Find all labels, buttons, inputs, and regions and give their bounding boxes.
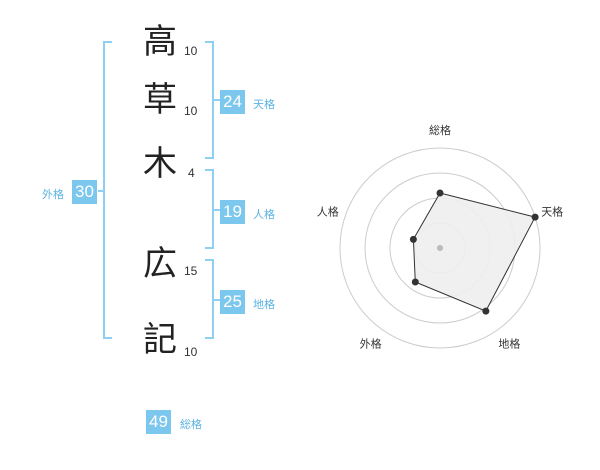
radar-point-5 — [409, 235, 417, 243]
radar-axis-label-5: 人格 — [317, 205, 339, 219]
chikaku-bracket — [205, 259, 220, 339]
radar-area — [412, 192, 536, 312]
radar-point-3 — [482, 307, 490, 315]
radar-axis-label-2: 天格 — [541, 205, 563, 219]
radar-axis-label-3: 地格 — [498, 337, 520, 351]
jinkaku-value: 19 — [220, 200, 245, 224]
stroke-count-2: 10 — [184, 104, 198, 118]
jinkaku-bracket — [205, 169, 220, 249]
tenkaku-bracket — [205, 41, 220, 159]
radar-axis-label-1: 総格 — [429, 123, 451, 137]
gaikaku-label: 外格 — [42, 188, 64, 201]
name-char-1: 高 — [143, 22, 177, 62]
soukaku-value: 49 — [146, 410, 171, 434]
tenkaku-label: 天格 — [253, 98, 275, 111]
name-char-3: 木 — [143, 144, 177, 184]
stroke-count-3: 4 — [188, 166, 195, 180]
radar-point-1 — [436, 189, 444, 197]
jinkaku-label: 人格 — [253, 208, 275, 221]
chikaku-label: 地格 — [253, 298, 275, 311]
name-char-2: 草 — [143, 80, 177, 120]
stroke-count-4: 15 — [184, 264, 198, 278]
radar-axis-label-4: 外格 — [360, 337, 382, 351]
name-char-4: 広 — [143, 244, 177, 284]
name-char-5: 記 — [143, 320, 177, 360]
stroke-count-1: 10 — [184, 44, 198, 58]
chikaku-value: 25 — [220, 290, 245, 314]
stroke-count-5: 10 — [184, 345, 198, 359]
gaikaku-bracket — [98, 41, 112, 339]
soukaku-label: 総格 — [180, 418, 202, 431]
radar-center-point — [437, 245, 443, 251]
gaikaku-value: 30 — [72, 180, 97, 204]
radar-ring-4 — [339, 147, 541, 349]
radar-point-4 — [411, 278, 419, 286]
tenkaku-value: 24 — [220, 90, 245, 114]
radar-point-2 — [531, 213, 539, 221]
radar-points — [409, 189, 539, 315]
